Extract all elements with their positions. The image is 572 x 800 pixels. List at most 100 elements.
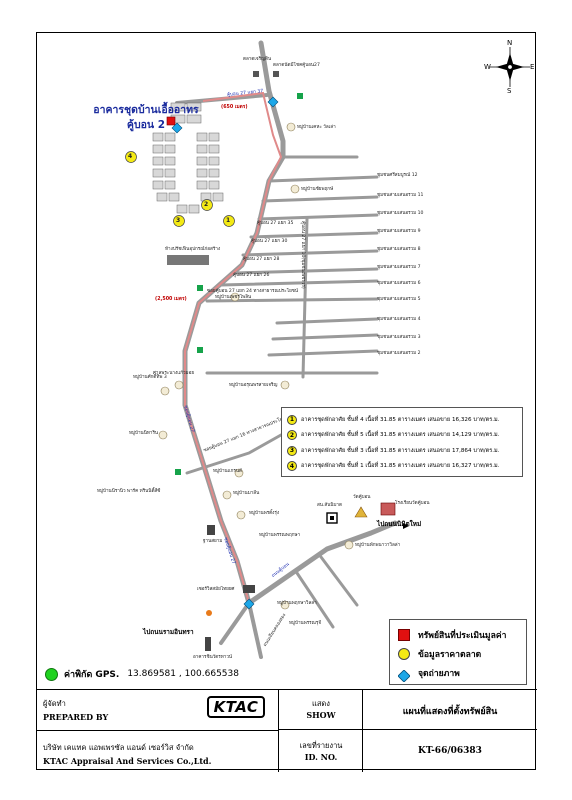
place-p15: หมู่บ้านพฤกษาวิลล่า	[277, 601, 317, 606]
soi-16	[185, 433, 283, 475]
place-p4: หมู่บ้านชัยพฤกษ์	[301, 187, 334, 192]
comparable-number: 2	[287, 430, 297, 441]
photo-points	[171, 96, 279, 610]
legend-market-label: ข้อมูลราคาตลาด	[418, 650, 482, 660]
compass-n: N	[507, 39, 513, 47]
soi-10	[257, 213, 379, 221]
subject-property-marker	[166, 116, 176, 126]
place-p24: ฐานสยาม	[203, 539, 223, 544]
soi-3	[271, 333, 379, 341]
road-east-branch2	[319, 555, 359, 607]
place-p19: หมู่บ้านพักพนาวาวิลล่า	[355, 543, 401, 548]
soi-4	[275, 317, 379, 325]
direction-arrows	[403, 523, 409, 529]
place-p11: หมู่บ้านแกรนด์	[213, 469, 243, 474]
legend-market: ข้อมูลราคาตลาด	[398, 647, 481, 661]
prepared-cell: ผู้จัดทำ PREPARED BY KTAC บริษัท เคแทค แ…	[37, 690, 279, 772]
road-label-r6: ซอยคู้บอน 27 แยก 24 ทางสาธารณประโยชน์	[207, 289, 299, 294]
comparable-row: 1 อาคารชุดพักอาศัย ชั้นที่ 4 เนื้อที่ 31…	[287, 412, 517, 428]
community-12: ชุมชนศรีสมบูรณ์ 12	[377, 173, 418, 178]
building-title-line1: อาคารชุดบ้านเอื้ออาทร	[93, 104, 199, 116]
marker-4: 4	[128, 153, 133, 160]
comparable-text: อาคารชุดพักอาศัย ชั้นที่ 5 เนื้อที่ 31.8…	[301, 432, 500, 439]
compass-e: E	[530, 63, 535, 71]
soi-2	[267, 349, 379, 357]
place-p13: หมู่บ้านมาลีน	[233, 491, 260, 496]
comparable-text: อาคารชุดพักอาศัย ชั้นที่ 3 เนื้อที่ 31.8…	[301, 447, 500, 454]
distance-label-2: (2,500 เมตร)	[155, 297, 187, 302]
company-divider	[37, 730, 278, 731]
gps-label: ค่าพิกัด GPS.	[64, 670, 120, 680]
soi-26	[219, 279, 379, 287]
community-7: ชุมชนสามเสนอรวม 7	[377, 265, 421, 270]
building-icons	[167, 255, 255, 651]
title-block: ผู้จัดทำ PREPARED BY KTAC บริษัท เคแทค แ…	[37, 689, 537, 772]
place-p5: ห้างปรัชเฟินอุปกรณ์ก่อสร้าง	[165, 247, 221, 252]
market-comparable-markers	[125, 151, 235, 227]
place-p8: หมู่บ้านศักดิ์ทิพ 3	[133, 375, 167, 380]
place-p20: เซอร์วิสสมัยไทยยศ	[197, 587, 235, 592]
place-p17: วัดคู้บอน	[353, 495, 371, 500]
compass-s: S	[507, 87, 512, 95]
id-th: เลขที่รายงาน	[299, 741, 343, 750]
compass-w: W	[484, 63, 491, 71]
community-5: ชุมชนสามเสนอรวม 5	[377, 297, 421, 302]
comparable-number: 4	[287, 461, 297, 472]
show-value-cell: แผนที่แสดงที่ตั้งทรัพย์สิน	[363, 690, 537, 730]
place-p3: หมู่บ้านเคหะ วัลเล่า	[297, 125, 336, 130]
comparable-row: 3 อาคารชุดพักอาศัย ชั้นที่ 3 เนื้อที่ 31…	[287, 443, 517, 459]
road-east-branch	[295, 571, 335, 629]
comparable-row: 4 อาคารชุดพักอาศัย ชั้นที่ 1 เนื้อที่ 31…	[287, 459, 517, 475]
road-network	[125, 40, 409, 659]
place-p10: หมู่บ้านอรุณพรสายเจริญ	[229, 383, 278, 388]
road-label-r5: คู้บอน 27 แยก 26	[233, 273, 270, 278]
comparable-text: อาคารชุดพักอาศัย ชั้นที่ 4 เนื้อที่ 31.8…	[301, 416, 500, 423]
subject-building-complex	[152, 102, 224, 214]
place-p12: หมู่บ้านนีรานิว พาร์ค ทรินนิตี้สีซี	[97, 489, 161, 494]
community-4: ชุมชนสามเสนอรวม 4	[377, 317, 421, 322]
place-p18: โรงเรียนวัดคู้บอน	[395, 501, 430, 506]
location-map: 1 2 3 4 อาคารชุดบ้านเอื้ออาทร คู้บอน 2 N…	[37, 33, 537, 689]
id-value: KT-66/06383	[418, 746, 482, 756]
company-en: KTAC Appraisal And Services Co.,Ltd.	[43, 756, 212, 766]
legend-photo: จุดถ่ายภาพ	[397, 666, 460, 683]
show-th: แสดง	[312, 699, 330, 708]
building-title: อาคารชุดบ้านเอื้ออาทร คู้บอน 2	[81, 103, 211, 133]
prepared-th: ผู้จัดทำ	[43, 699, 66, 708]
soi-11	[261, 195, 379, 203]
community-11: ชุมชนสามเสนอรวม 11	[377, 193, 424, 198]
comparable-number: 3	[287, 445, 297, 456]
place-p6: หมู่บ้านเพชรไพลิน	[215, 295, 252, 300]
gps-value: 13.869581 , 100.665538	[127, 669, 239, 679]
place-p14: หมู่บ้านพรตั้งรุ่ง	[249, 511, 280, 516]
place-p1: ตลาดเจริญดิน	[243, 57, 272, 62]
place-p22: หมู่บ้านพรรณรุจี	[289, 621, 322, 626]
road-south	[247, 601, 263, 659]
comparable-text: อาคารชุดพักอาศัย ชั้นที่ 1 เนื้อที่ 31.8…	[301, 463, 500, 470]
id-en: ID. NO.	[304, 752, 338, 762]
subject-square-icon	[398, 629, 410, 641]
show-label-cell: แสดง SHOW	[279, 690, 363, 730]
direction-to-nimit-mai: ไปถนนนิมิตใหม่	[377, 520, 422, 528]
legend-subject: ทรัพย์สินที่ประเมินมูลค่า	[398, 628, 506, 642]
community-8: ชุมชนสามเสนอรวม 8	[377, 247, 421, 252]
community-9: ชุมชนสามเสนอรวม 9	[377, 229, 421, 234]
market-circle-icon	[398, 648, 410, 660]
map-legend: ทรัพย์สินที่ประเมินมูลค่า ข้อมูลราคาตลาด…	[389, 619, 527, 685]
legend-subject-label: ทรัพย์สินที่ประเมินมูลค่า	[418, 631, 507, 641]
road-label-r4: คู้บอน 27 แยก 28	[243, 257, 280, 262]
comparable-number: 1	[287, 414, 297, 425]
community-2: ชุมชนสามเสนอรวม 2	[377, 351, 421, 356]
place-p21: หมู่บ้านพรรณพฤกษา	[259, 533, 301, 538]
gps-coordinates: ค่าพิกัด GPS. 13.869581 , 100.665538	[45, 667, 239, 681]
map-sheet: 1 2 3 4 อาคารชุดบ้านเอื้ออาทร คู้บอน 2 N…	[36, 32, 537, 772]
building-title-line2: คู้บอน 2	[126, 119, 166, 131]
community-10: ชุมชนสามเสนอรวม 10	[377, 211, 424, 216]
compass-rose-icon: N S W E	[484, 39, 535, 95]
place-p9: หมู่บ้านนิทาริน	[129, 431, 159, 436]
route-line	[184, 91, 283, 604]
comparable-row: 2 อาคารชุดพักอาศัย ชั้นที่ 5 เนื้อที่ 31…	[287, 428, 517, 444]
comparables-table: 1 อาคารชุดพักอาศัย ชั้นที่ 4 เนื้อที่ 31…	[281, 407, 523, 477]
show-value: แผนที่แสดงที่ตั้งทรัพย์สิน	[402, 707, 498, 717]
show-en: SHOW	[306, 710, 336, 720]
